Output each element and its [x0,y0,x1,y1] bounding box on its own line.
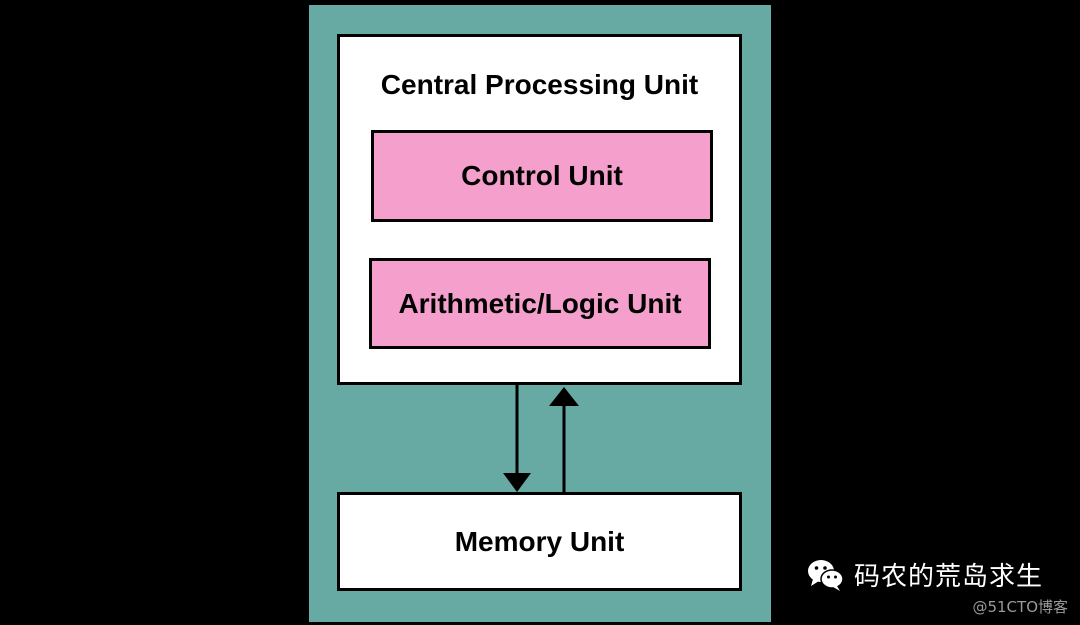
control-unit-box: Control Unit [371,130,713,222]
cpu-title: Central Processing Unit [380,69,699,100]
wechat-icon [808,559,844,591]
memory-unit-box: Memory Unit [337,492,742,591]
control-unit-label: Control Unit [461,160,623,191]
memory-unit-label: Memory Unit [454,525,625,557]
alu-label: Arithmetic/Logic Unit [398,287,682,319]
watermark-site: @51CTO博客 [972,598,1068,616]
watermark: 码农的荒岛求生 [806,556,1043,593]
watermark-account-name: 码农的荒岛求生 [854,562,1044,592]
alu-box: Arithmetic/Logic Unit [369,258,711,349]
